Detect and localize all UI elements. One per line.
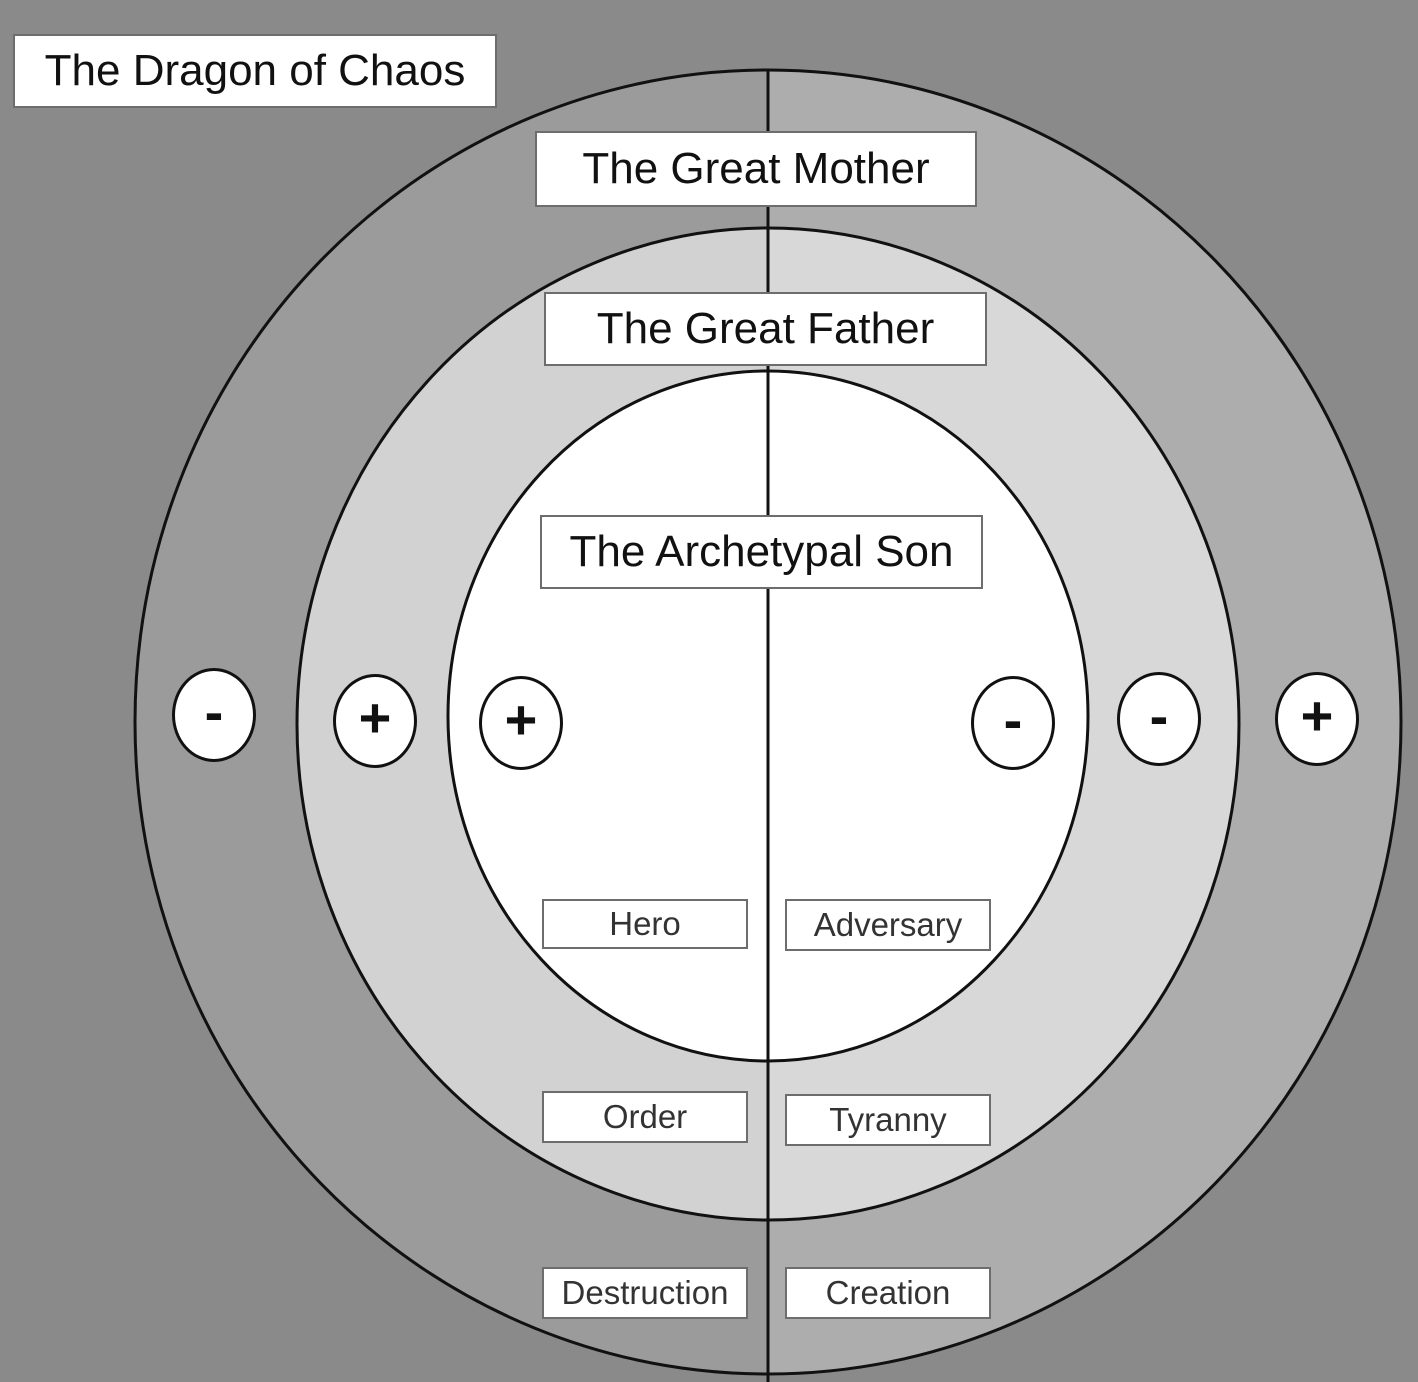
archetypal-son-left-plus-sign: + bbox=[479, 676, 563, 770]
adversary-label: Adversary bbox=[785, 899, 991, 951]
hero-label: Hero bbox=[542, 899, 748, 949]
great-mother-right-plus-sign: + bbox=[1275, 672, 1359, 766]
great-mother-left-minus-sign: - bbox=[172, 668, 256, 762]
dragon-of-chaos-label: The Dragon of Chaos bbox=[13, 34, 497, 108]
tyranny-label: Tyranny bbox=[785, 1094, 991, 1146]
archetypal-son-label: The Archetypal Son bbox=[540, 515, 983, 589]
archetypal-son-right-minus-sign: - bbox=[971, 676, 1055, 770]
great-father-left-plus-sign: + bbox=[333, 674, 417, 768]
great-father-label: The Great Father bbox=[544, 292, 987, 366]
creation-label: Creation bbox=[785, 1267, 991, 1319]
order-label: Order bbox=[542, 1091, 748, 1143]
great-father-right-minus-sign: - bbox=[1117, 672, 1201, 766]
great-mother-label: The Great Mother bbox=[535, 131, 977, 207]
destruction-label: Destruction bbox=[542, 1267, 748, 1319]
